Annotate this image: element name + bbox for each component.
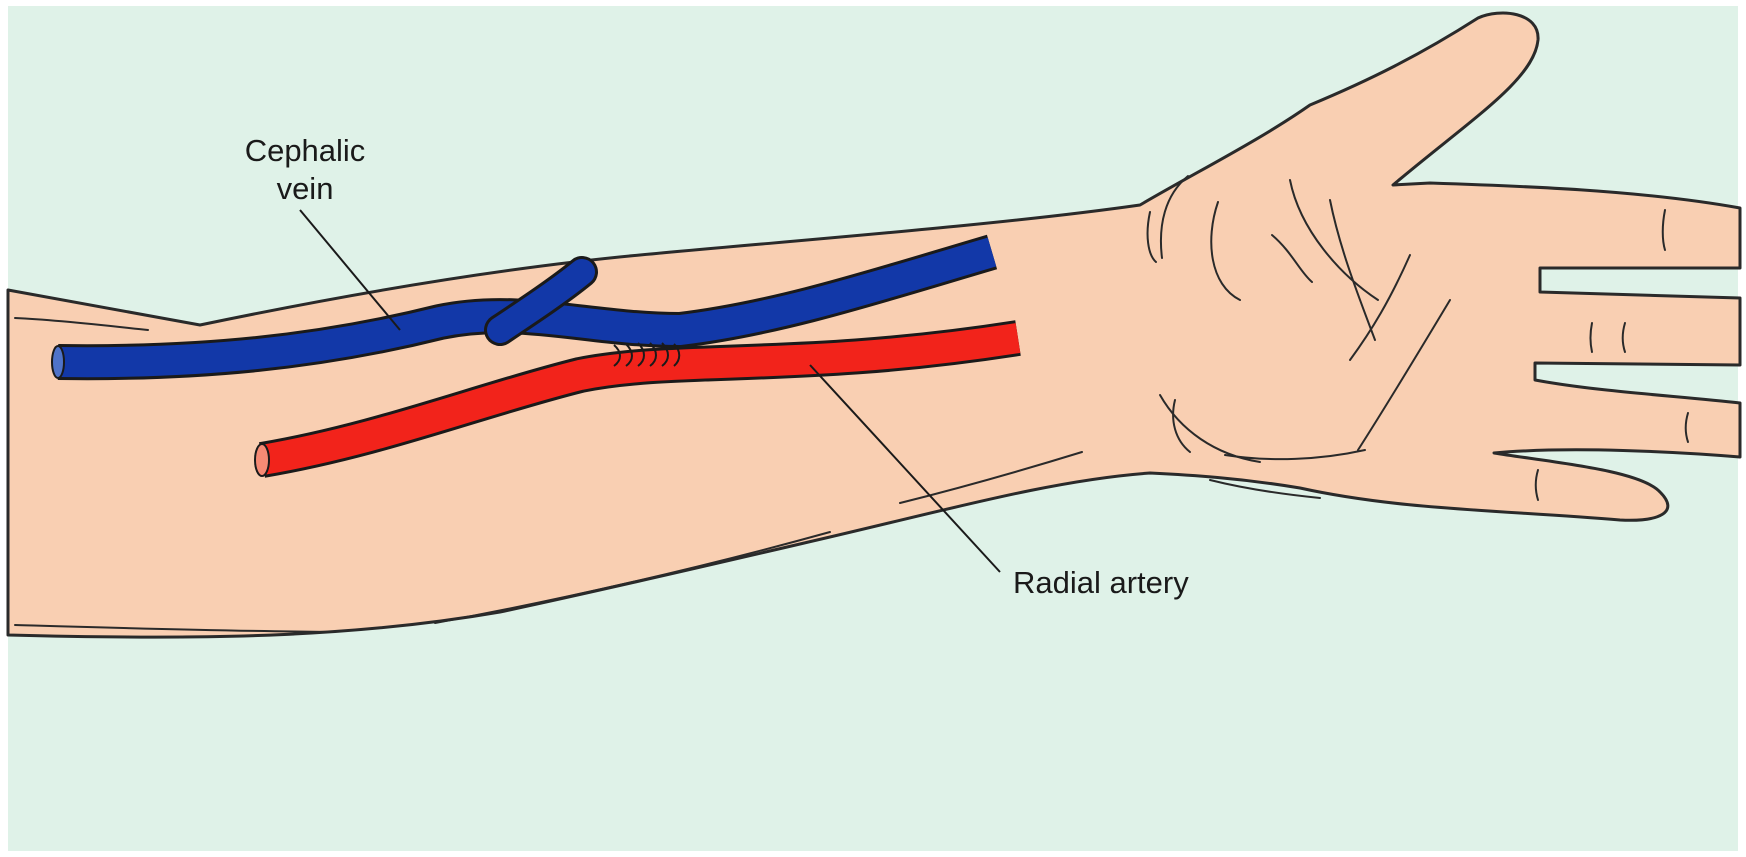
radial-artery-label: Radial artery [1013,564,1189,602]
cephalic-vein-label-line-1: Cephalic [245,133,366,168]
cephalic-vein-label: Cephalic vein [210,132,400,208]
cephalic-vein-label-line-2: vein [277,171,334,206]
